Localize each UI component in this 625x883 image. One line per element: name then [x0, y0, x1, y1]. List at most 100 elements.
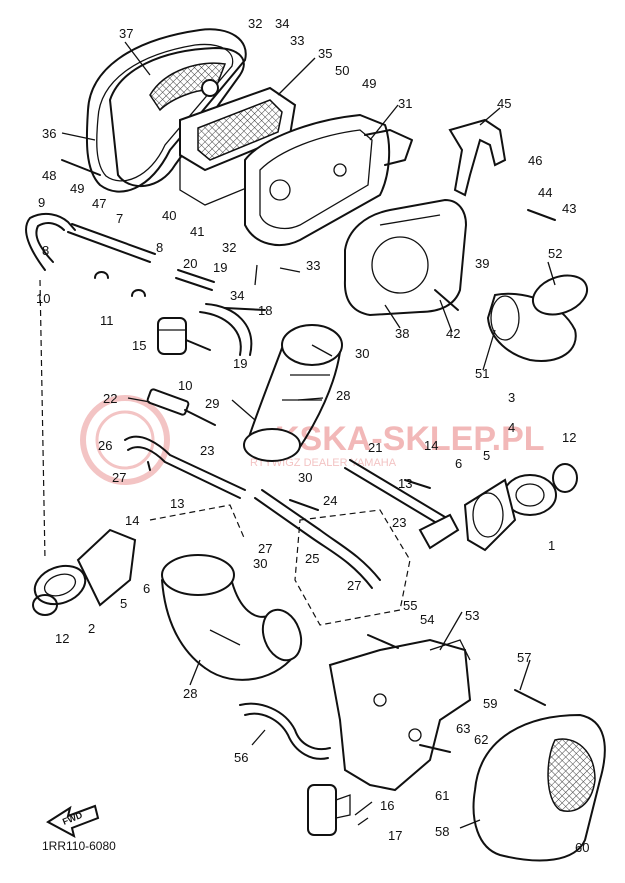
callout-label: 17	[388, 828, 402, 843]
callout-label: 20	[183, 256, 197, 271]
callout-label: 30	[355, 346, 369, 361]
watermark: KSKA-SKLEP.PL RTYWIGZ DEALER YAMAHA	[80, 395, 545, 485]
engine-outline-dashed	[39, 279, 411, 626]
hose-26	[124, 435, 246, 499]
callout-label: 2	[88, 621, 95, 636]
callout-label: 34	[275, 16, 289, 31]
callout-label: 6	[455, 456, 462, 471]
valve-15	[157, 317, 211, 355]
callout-label: 29	[205, 396, 219, 411]
bolts	[61, 159, 556, 753]
callout-label: 32	[222, 240, 236, 255]
callout-numbers: 37 32 34 33 35 50 49 31 45 36 48 49 47 4…	[36, 16, 589, 855]
callout-label: 32	[248, 16, 262, 31]
callout-label: 21	[368, 440, 382, 455]
callout-label: 57	[517, 650, 531, 665]
callout-label: 13	[170, 496, 184, 511]
callout-label: 52	[548, 246, 562, 261]
callout-label: 33	[306, 258, 320, 273]
callout-label: 62	[474, 732, 488, 747]
callout-label: 14	[125, 513, 139, 528]
bracket-45	[448, 118, 507, 197]
callout-label: 23	[392, 515, 406, 530]
pipe-22	[146, 388, 216, 426]
forward-arrow-icon: FWD	[46, 804, 100, 838]
callout-label: 8	[42, 243, 49, 258]
callout-label: 7	[116, 211, 123, 226]
callout-label: 13	[398, 476, 412, 491]
carb-joint-right-1	[463, 474, 557, 552]
callout-label: 51	[475, 366, 489, 381]
pipe-24-25	[254, 489, 381, 589]
joint-hose-lower-28	[161, 554, 303, 681]
callout-label: 19	[213, 260, 227, 275]
pipe-21	[344, 459, 460, 550]
watermark-logo-inner	[95, 410, 155, 470]
callout-label: 1	[548, 538, 555, 553]
callout-label: 27	[258, 541, 272, 556]
watermark-brand: KSKA-SKLEP.PL	[275, 420, 545, 458]
callout-label: 22	[103, 391, 117, 406]
callout-label: 27	[112, 470, 126, 485]
callout-label: 5	[120, 596, 127, 611]
clamps-11	[94, 271, 146, 297]
callout-label: 28	[336, 388, 350, 403]
callout-label: 44	[538, 185, 552, 200]
air-cleaner-side-cover-38	[343, 198, 468, 317]
callout-label: 63	[456, 721, 470, 736]
callout-label: 18	[258, 303, 272, 318]
callout-label: 49	[362, 76, 376, 91]
callout-label: 27	[347, 578, 361, 593]
callout-label: 61	[435, 788, 449, 803]
callout-label: 33	[290, 33, 304, 48]
drawing-code: 1RR110-6080	[42, 839, 116, 853]
callout-label: 50	[335, 63, 349, 78]
callout-label: 34	[230, 288, 244, 303]
callout-label: 60	[575, 840, 589, 855]
callout-label: 25	[305, 551, 319, 566]
callout-label: 28	[183, 686, 197, 701]
callout-label: 3	[508, 390, 515, 405]
callout-label: 6	[143, 581, 150, 596]
leader-lines	[61, 41, 556, 829]
callout-label: 36	[42, 126, 56, 141]
callout-label: 8	[156, 240, 163, 255]
callout-label: 5	[483, 448, 490, 463]
callout-label: 56	[234, 750, 248, 765]
callout-label: 47	[92, 196, 106, 211]
callout-label: 54	[420, 612, 434, 627]
watermark-logo-ring	[80, 395, 170, 485]
callout-label: 4	[508, 420, 515, 435]
callout-label: 46	[528, 153, 542, 168]
carb-joint-left-2	[33, 528, 137, 607]
callout-label: 48	[42, 168, 56, 183]
air-cleaner-gasket-37	[109, 47, 245, 188]
hose-18-19	[199, 303, 266, 356]
o-rings-12	[32, 463, 578, 616]
air-cleaner-case-31	[244, 113, 413, 246]
callout-label: 45	[497, 96, 511, 111]
callout-label: 11	[100, 313, 114, 328]
hose-56	[239, 702, 331, 760]
hose-9	[25, 212, 76, 271]
callout-label: 49	[70, 181, 84, 196]
hose-7	[67, 223, 156, 263]
callout-label: 12	[562, 430, 576, 445]
callout-label: 41	[190, 224, 204, 239]
pipe-20	[175, 269, 215, 291]
callout-label: 42	[446, 326, 460, 341]
callout-label: 16	[380, 798, 394, 813]
bracket-53	[328, 638, 472, 792]
callout-label: 58	[435, 824, 449, 839]
air-filter-element-35	[179, 86, 297, 206]
callout-label: 24	[323, 493, 337, 508]
callout-label: 53	[465, 608, 479, 623]
callout-label: 30	[253, 556, 267, 571]
callout-label: 55	[403, 598, 417, 613]
callout-label: 30	[298, 470, 312, 485]
callout-label: 59	[483, 696, 497, 711]
callout-label: 15	[132, 338, 146, 353]
callout-label: 23	[200, 443, 214, 458]
